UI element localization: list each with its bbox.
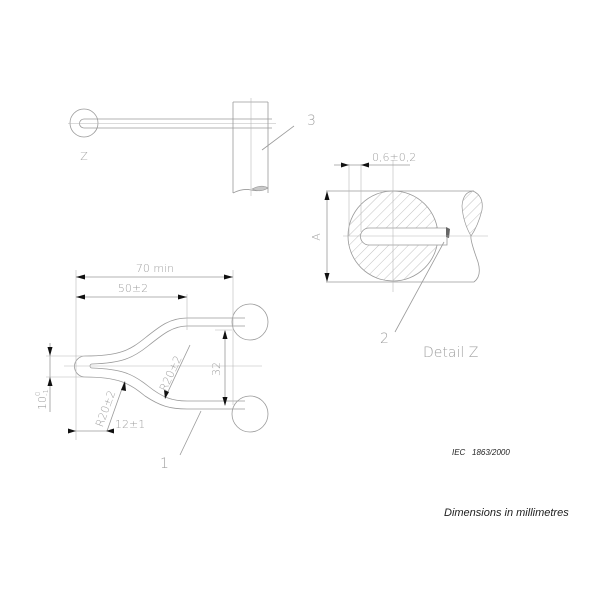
pin-lower-leg xyxy=(187,400,245,410)
arrow-icon xyxy=(224,274,233,280)
dim-overall: 70 min xyxy=(136,262,174,275)
dim-spacing: 32 xyxy=(210,362,223,376)
callout-3-leader xyxy=(261,125,295,151)
a-dimension: A xyxy=(310,233,323,241)
dim-radius-upper: R20±2 xyxy=(157,354,185,394)
pin-bend-outer xyxy=(74,355,86,378)
arrow-icon xyxy=(222,397,228,406)
arrow-icon xyxy=(164,390,169,399)
callout-1: 1 xyxy=(160,456,169,472)
detail-z-marker: Z xyxy=(80,150,88,163)
slot-dimension: 0,6±0,2 xyxy=(372,151,416,164)
callout-1-leader xyxy=(179,410,202,456)
dim-length: 50±2 xyxy=(118,282,148,295)
arrow-icon xyxy=(121,381,126,391)
arrow-icon xyxy=(47,347,53,356)
radius-upper-line xyxy=(164,344,191,399)
radius-lower-line xyxy=(106,382,125,432)
callout-2-leader xyxy=(394,241,445,333)
arrow-icon xyxy=(47,377,53,386)
callout-3: 3 xyxy=(307,113,316,129)
top-view: 3 Z xyxy=(68,98,316,196)
arrow-icon xyxy=(361,162,369,168)
arrow-icon xyxy=(222,330,228,339)
arrow-icon xyxy=(76,294,85,300)
pin-upper-outer xyxy=(84,317,188,357)
arrow-icon xyxy=(324,191,330,200)
detail-z-view: 0,6±0,2 A 2 Detail Z xyxy=(310,151,488,361)
arrow-icon xyxy=(106,428,114,434)
units-note: Dimensions in millimetres xyxy=(444,507,569,519)
detail-z-title: Detail Z xyxy=(423,345,478,361)
arrow-icon xyxy=(76,274,85,280)
dim-offset-value: 10 xyxy=(36,396,49,410)
tube-break-lower xyxy=(470,235,480,283)
callout-2: 2 xyxy=(380,331,389,347)
upper-end-circle xyxy=(231,303,269,341)
arrow-icon xyxy=(324,273,330,282)
dim-tip: 12±1 xyxy=(115,418,145,431)
detail-z-circle xyxy=(69,108,99,138)
tube-body xyxy=(232,101,269,193)
main-view: 70 min 50±2 32 R20±2 R20±2 12±1 1 xyxy=(34,262,269,472)
slot-end-mark xyxy=(446,227,450,238)
pin-upper-leg xyxy=(187,317,245,327)
pin-rod xyxy=(84,118,272,129)
arrow-icon xyxy=(341,162,349,168)
arrow-icon xyxy=(178,294,187,300)
pin-upper-inner xyxy=(91,325,188,365)
dim-offset-tol-upper: 0 xyxy=(34,392,42,396)
pin-lower-inner xyxy=(91,367,188,402)
tube-section-hatch xyxy=(461,190,483,237)
pin-lower-outer xyxy=(84,376,188,410)
pin-slot xyxy=(360,227,448,246)
dim-offset-tol-lower: -1 xyxy=(42,389,50,396)
lower-end-circle xyxy=(231,395,269,433)
tube-break-fill xyxy=(251,185,269,192)
tube-outline xyxy=(326,190,474,283)
reference-number: IEC 1863/2000 xyxy=(452,448,510,457)
arrow-icon xyxy=(68,428,76,434)
dim-offset: 10 0 -1 xyxy=(34,389,50,410)
